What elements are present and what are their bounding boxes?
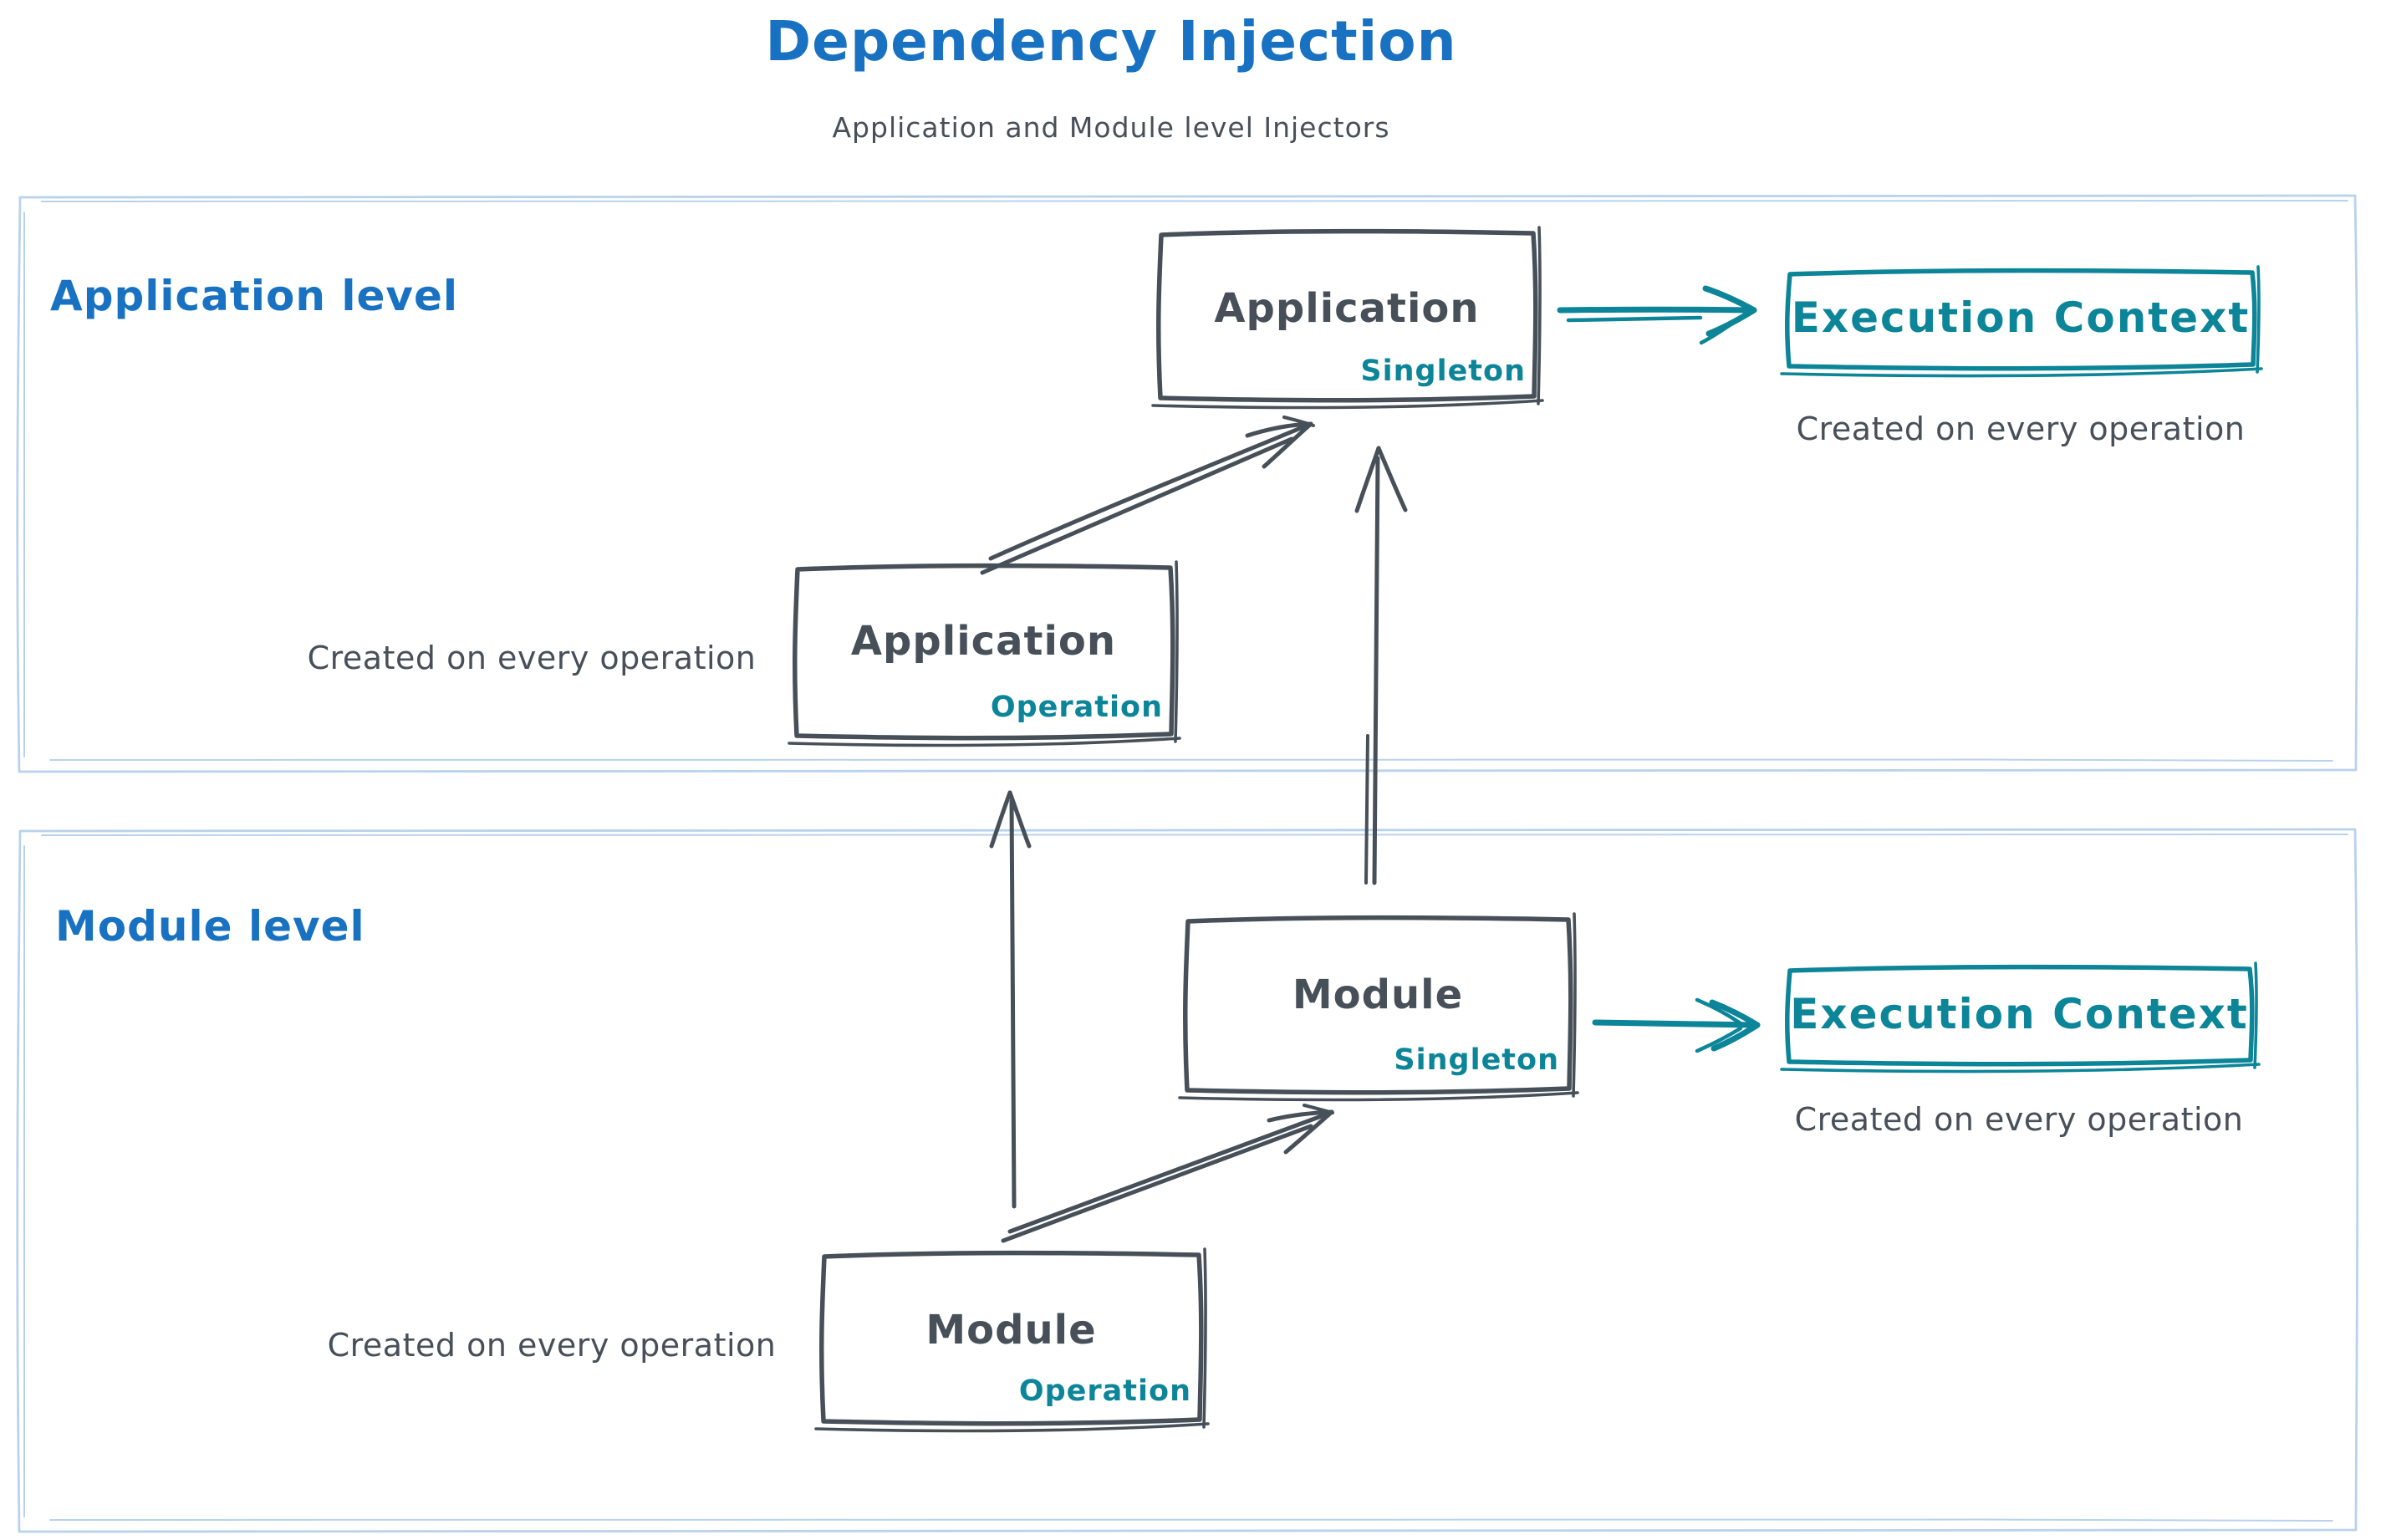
app-operation-caption: Created on every operation <box>307 640 757 676</box>
module-singleton-box <box>1183 915 1573 1095</box>
arrow-app-singleton-to-execution-context <box>1557 285 1757 345</box>
module-operation-box-overdraw-right <box>1202 1247 1207 1429</box>
module-execution-context-box-overdraw-bottom <box>1780 1063 2261 1073</box>
module-level-label: Module level <box>55 902 365 951</box>
module-operation-title: Module <box>925 1307 1097 1354</box>
module-singleton-badge: Singleton <box>1394 1043 1559 1077</box>
diagram-title: Dependency Injection <box>765 9 1457 74</box>
app-singleton-box <box>1156 228 1538 403</box>
arrow-module-singleton-to-app-singleton <box>1354 446 1408 885</box>
app-singleton-title: Application <box>1214 285 1480 332</box>
module-singleton-title: Module <box>1292 971 1464 1018</box>
module-level-container <box>16 826 2359 1536</box>
app-execution-context-box-overdraw-bottom <box>1780 367 2263 378</box>
shapes-layer <box>16 192 2359 1536</box>
module-operation-badge: Operation <box>1018 1374 1191 1408</box>
module-operation-caption: Created on every operation <box>327 1327 777 1364</box>
app-operation-box <box>793 563 1175 741</box>
application-level-label: Application level <box>50 272 459 320</box>
application-level-container-overdraw-left <box>22 212 25 757</box>
arrows-layer <box>980 285 1761 1243</box>
arrow-module-singleton-to-execution-context <box>1592 997 1761 1053</box>
app-operation-badge: Operation <box>990 691 1163 724</box>
module-execution-context-caption: Created on every operation <box>1794 1101 2244 1138</box>
app-execution-context-title: Execution Context <box>1791 293 2251 343</box>
module-execution-context-box-overdraw-right <box>2253 961 2258 1069</box>
arrow-module-operation-to-app-operation <box>989 790 1032 1209</box>
diagram-subtitle: Application and Module level Injectors <box>832 111 1390 144</box>
app-operation-title: Application <box>850 618 1117 665</box>
app-execution-context-box-overdraw-right <box>2256 265 2261 374</box>
module-singleton-box-overdraw-right <box>1572 912 1577 1098</box>
module-execution-context-title: Execution Context <box>1790 989 2249 1038</box>
app-singleton-box-overdraw-right <box>1537 226 1542 405</box>
app-singleton-badge: Singleton <box>1360 354 1526 388</box>
arrow-module-operation-to-module-singleton <box>1001 1104 1334 1243</box>
arrow-app-operation-to-app-singleton <box>980 416 1315 575</box>
module-execution-context-box <box>1785 964 2255 1067</box>
module-level-container-overdraw-left <box>22 845 25 1517</box>
app-singleton-box-overdraw-bottom <box>1151 399 1544 410</box>
app-operation-box-overdraw-bottom <box>788 737 1181 747</box>
app-execution-context-caption: Created on every operation <box>1796 410 2246 447</box>
module-singleton-box-overdraw-bottom <box>1178 1091 1579 1102</box>
module-operation-box <box>819 1250 1204 1426</box>
app-execution-context-box <box>1785 268 2257 371</box>
app-operation-box-overdraw-right <box>1174 560 1179 743</box>
module-operation-box-overdraw-bottom <box>814 1422 1210 1433</box>
